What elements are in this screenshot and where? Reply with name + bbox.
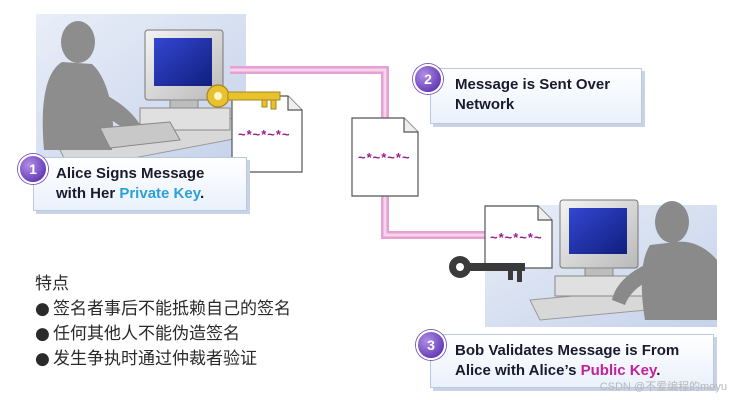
bob-computer <box>554 199 646 297</box>
private-key-icon <box>206 84 281 110</box>
step-3-line1: Bob Validates Message is From <box>455 342 680 359</box>
features-item-text: 发生争执时通过仲裁者验证 <box>53 349 257 369</box>
bob-screen <box>569 208 627 254</box>
public-key-label: Public Key <box>580 362 657 379</box>
alice-keyboard <box>99 121 181 149</box>
step-2-badge: 2 <box>413 64 443 94</box>
step-1-box: Alice Signs Message with Her Private Key… <box>33 157 247 211</box>
document-bob <box>484 205 553 269</box>
features-notes: 特点 ●签名者事后不能抵赖自己的签名 ●任何其他人不能伪造签名 ●发生争执时通过… <box>35 272 291 372</box>
bullet-icon: ● <box>35 324 50 344</box>
features-item: ●发生争执时通过仲裁者验证 <box>35 347 291 372</box>
step-3-line2: Alice with Alice’s Public Key. <box>455 361 679 381</box>
features-item-text: 任何其他人不能伪造签名 <box>53 324 240 344</box>
bullet-icon: ● <box>35 349 50 369</box>
watermark: CSDN @不爱编程的moyu <box>599 381 727 393</box>
document-network-text: ~*~*~*~ <box>358 150 411 165</box>
step-3-line2-prefix: Alice with Alice’s <box>455 362 581 379</box>
step-3-badge: 3 <box>416 330 446 360</box>
step-1-line2-suffix: . <box>199 185 205 202</box>
alice-person <box>42 21 142 150</box>
document-network <box>351 117 419 197</box>
features-item: ●任何其他人不能伪造签名 <box>35 322 291 347</box>
alice-computer <box>99 29 231 149</box>
step-1-line2-prefix: with Her <box>56 185 120 202</box>
step-1-badge: 1 <box>18 154 48 184</box>
bob-person <box>612 201 717 320</box>
step-3-box: Bob Validates Message is From Alice with… <box>430 334 714 388</box>
document-alice-text: ~*~*~*~ <box>238 127 291 142</box>
step-2-box: Message is Sent Over Network <box>430 68 642 124</box>
bullet-icon: ● <box>35 299 50 319</box>
step-1-line1: Alice Signs Message <box>56 165 205 182</box>
features-item: ●签名者事后不能抵赖自己的签名 <box>35 297 291 322</box>
step-1-line2: with Her Private Key. <box>56 184 204 204</box>
document-bob-text: ~*~*~*~ <box>490 230 543 245</box>
alice-screen <box>154 38 212 86</box>
public-key-icon <box>449 256 525 282</box>
private-key-label: Private Key <box>119 185 200 202</box>
step-2-line1: Message is Sent Over <box>455 76 611 93</box>
features-heading: 特点 <box>35 274 69 294</box>
step-2-line2: Network <box>455 96 515 113</box>
step-3-line2-suffix: . <box>656 362 661 379</box>
features-item-text: 签名者事后不能抵赖自己的签名 <box>53 299 291 319</box>
